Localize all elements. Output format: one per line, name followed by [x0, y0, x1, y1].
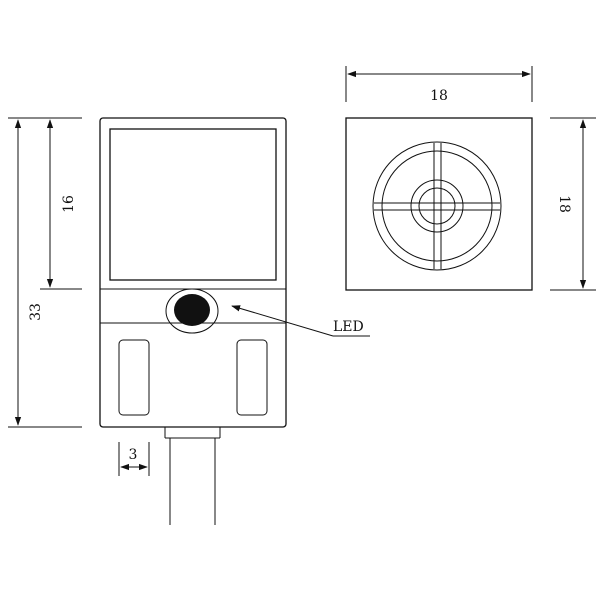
cable: [164, 427, 221, 525]
dimension-window-height: 16: [40, 119, 82, 290]
sensor-body: [99, 117, 287, 428]
depth-label: 18: [556, 195, 572, 213]
dimension-width: 18: [345, 66, 533, 104]
led-housing: [165, 288, 219, 334]
target-symbol-icon: [372, 141, 502, 271]
led-callout: LED: [231, 305, 370, 337]
side-view: [345, 117, 533, 291]
side-body: [345, 117, 533, 291]
hole-offset-label: 3: [129, 447, 138, 463]
mounting-hole-right: [236, 339, 268, 416]
dimension-total-height: 33: [8, 117, 82, 428]
dimension-depth: 18: [550, 117, 596, 291]
window-height-label: 16: [61, 195, 77, 213]
dimension-hole-offset: 3: [118, 442, 150, 476]
width-label: 18: [430, 88, 448, 104]
total-height-label: 33: [28, 303, 44, 321]
led-label: LED: [333, 319, 364, 335]
led-indicator: [174, 294, 210, 326]
sensing-window: [109, 128, 277, 281]
front-view: [99, 117, 287, 525]
mounting-hole-left: [118, 339, 150, 416]
